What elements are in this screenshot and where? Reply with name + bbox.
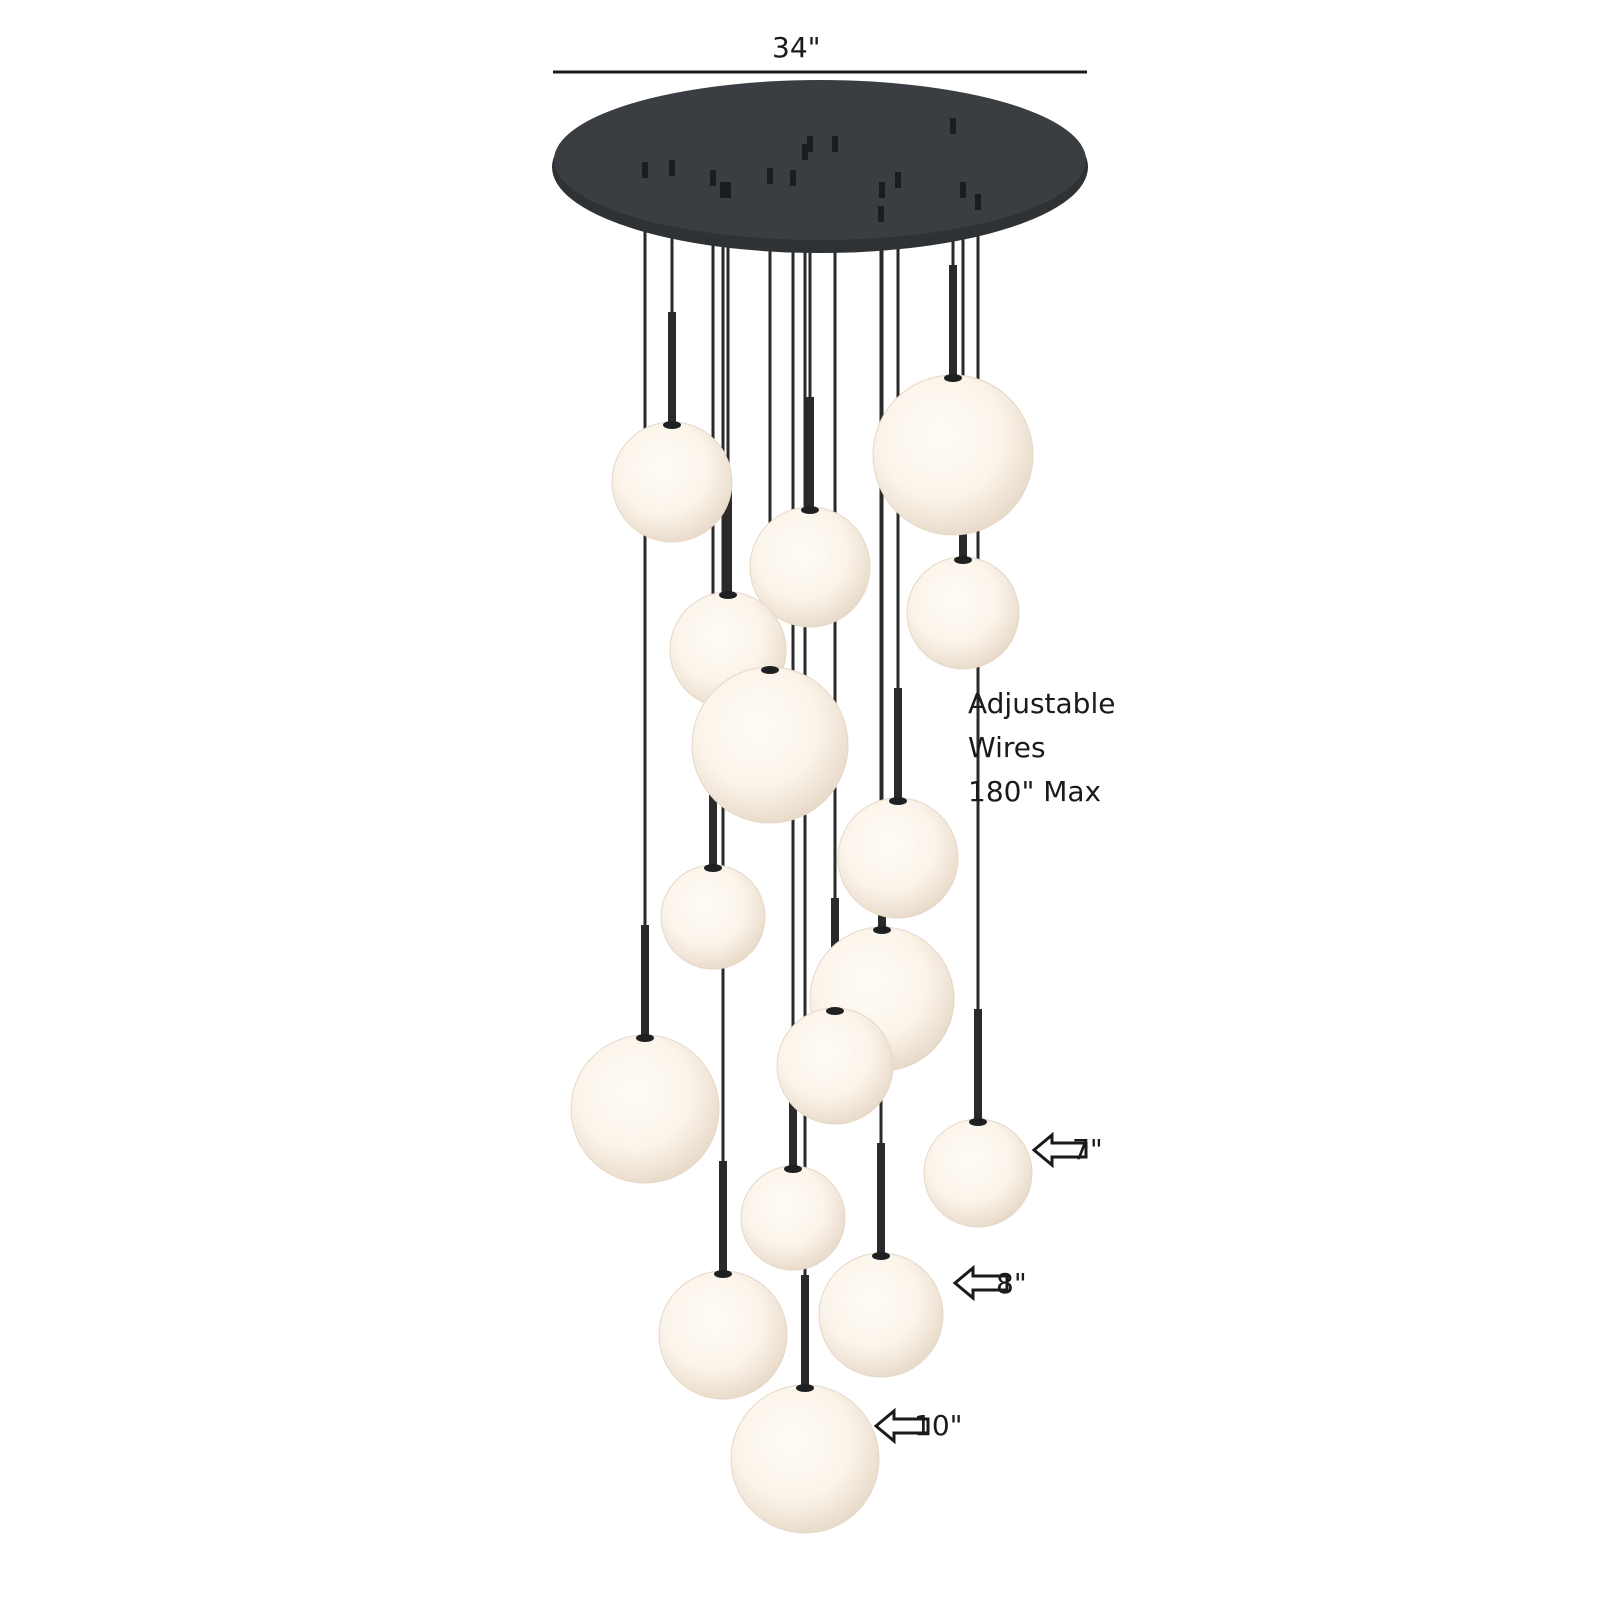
adjustable-wires-note: Adjustable Wires 180" Max xyxy=(968,682,1115,814)
wire-port xyxy=(720,182,726,198)
globe-collar xyxy=(663,421,681,429)
pendant-rod xyxy=(724,482,732,592)
size-arrows xyxy=(873,1131,1088,1445)
globe-collar xyxy=(826,1007,844,1015)
outline-arrow-icon xyxy=(1031,1131,1088,1169)
globe-collar xyxy=(784,1165,802,1173)
wires-note-line: Wires xyxy=(968,731,1046,764)
globe-collar xyxy=(801,506,819,514)
wire-port xyxy=(790,170,796,186)
wires-note-line: Adjustable xyxy=(968,687,1116,720)
glass-globe xyxy=(691,666,849,824)
glass-globe xyxy=(611,421,733,543)
wire-port xyxy=(832,136,838,152)
pendant-rod xyxy=(719,1161,727,1271)
pendant-rod xyxy=(801,1275,809,1385)
wire-port xyxy=(725,182,731,198)
globe-collar xyxy=(719,591,737,599)
globe-collar xyxy=(944,374,962,382)
glass-globe xyxy=(872,374,1034,536)
globe-collar xyxy=(889,797,907,805)
wires-note-line: 180" Max xyxy=(968,775,1102,808)
globe-collar xyxy=(954,556,972,564)
pendant-rod xyxy=(806,397,814,507)
glass-globe xyxy=(570,1034,720,1184)
globe-collar xyxy=(761,666,779,674)
size-label-7: 7" xyxy=(1072,1133,1103,1166)
glass-globe xyxy=(837,797,959,919)
globe-collar xyxy=(636,1034,654,1042)
wire-port xyxy=(802,144,808,160)
globe-collar xyxy=(969,1118,987,1126)
wire-port xyxy=(879,182,885,198)
globe-collar xyxy=(872,1252,890,1260)
wire-port xyxy=(950,118,956,134)
glass-globe xyxy=(730,1384,880,1534)
wire-port xyxy=(710,170,716,186)
glass-globe xyxy=(658,1270,788,1400)
pendant-rod xyxy=(894,688,902,798)
globe-collar xyxy=(704,864,722,872)
wire-port xyxy=(669,160,675,176)
pendant-rod xyxy=(949,265,957,375)
pendant-rod xyxy=(668,312,676,422)
pendant-rod xyxy=(641,925,649,1035)
glass-globe xyxy=(923,1118,1033,1228)
wire-port xyxy=(975,194,981,210)
globe-collar xyxy=(796,1384,814,1392)
size-label-8: 8" xyxy=(996,1267,1027,1300)
width-label: 34" xyxy=(772,31,821,64)
outline-arrow-icon xyxy=(952,1264,1009,1302)
glass-globe xyxy=(906,556,1020,670)
glass-globes xyxy=(570,374,1034,1534)
glass-globe xyxy=(740,1165,846,1271)
pendant-rod xyxy=(974,1009,982,1119)
pendant-rod xyxy=(877,1143,885,1253)
wire-port xyxy=(642,162,648,178)
canopy-top-edge xyxy=(554,80,1086,240)
glass-globe xyxy=(818,1252,944,1378)
pendant-rod xyxy=(709,755,717,865)
pendant-rod xyxy=(789,1056,797,1166)
glass-globe xyxy=(776,1007,894,1125)
wire-port xyxy=(895,172,901,188)
size-label-10: 10" xyxy=(914,1409,963,1442)
globe-collar xyxy=(873,926,891,934)
outline-arrow-icon xyxy=(873,1407,930,1445)
canopy-ports xyxy=(642,118,981,222)
globe-collar xyxy=(714,1270,732,1278)
wire-port xyxy=(807,136,813,152)
glass-globe xyxy=(660,864,766,970)
wire-port xyxy=(960,182,966,198)
wire-port xyxy=(878,206,884,222)
wire-port xyxy=(767,168,773,184)
